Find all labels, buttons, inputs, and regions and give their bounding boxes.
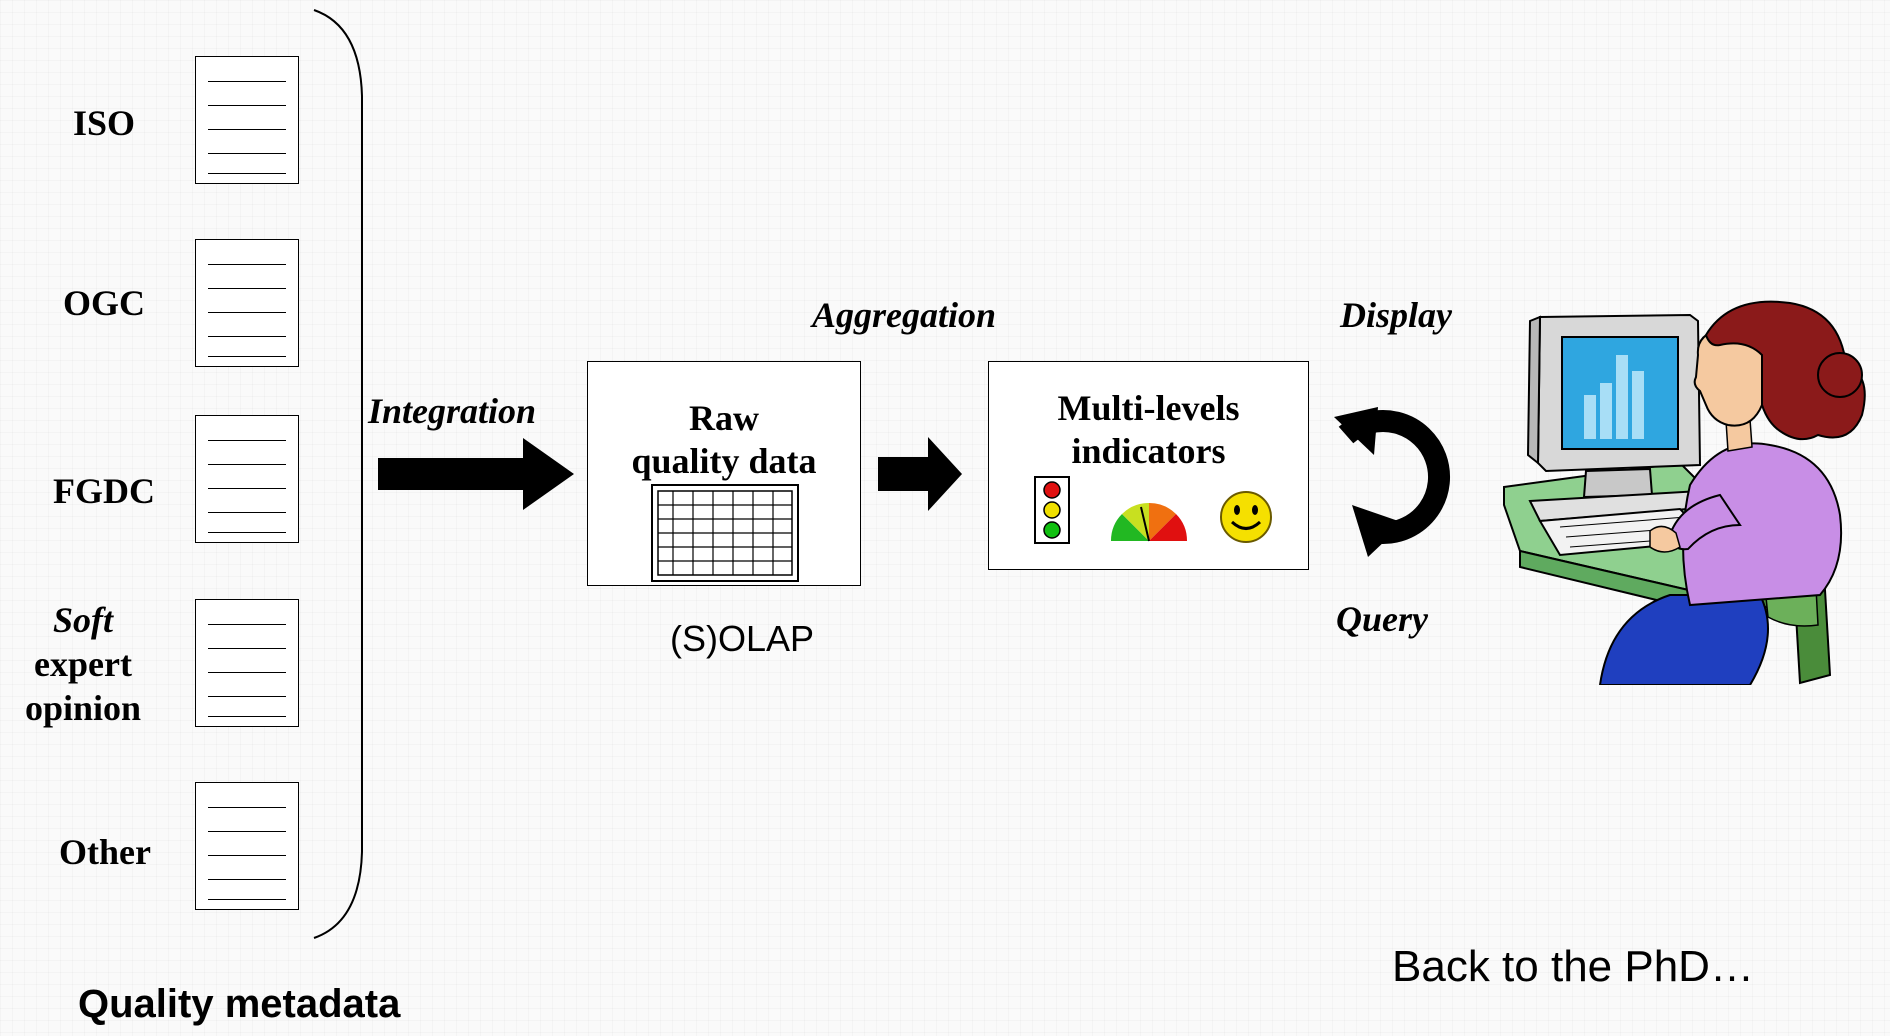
source-label-other: Other: [59, 832, 151, 872]
cycle-arrow-icon: [1334, 407, 1450, 557]
source-label-ogc: OGC: [62, 283, 145, 323]
group-label-quality-metadata: Quality metadata: [78, 982, 401, 1026]
source-label-iso: ISO: [72, 103, 136, 143]
traffic-light-icon: [1034, 476, 1070, 544]
source-label-fgdc: FGDC: [53, 471, 155, 511]
indicators-box-title-line1: Multi-levels: [1057, 388, 1240, 428]
document-icon: [195, 239, 299, 367]
data-table-icon: [651, 484, 799, 582]
smiley-icon: [1220, 491, 1272, 543]
raw-box-title-line2: quality data: [631, 441, 817, 481]
raw-box-title-line1: Raw: [689, 398, 759, 438]
document-icon: [195, 56, 299, 184]
arrow-integration: [378, 438, 574, 510]
step-label-aggregation: Aggregation: [812, 295, 997, 335]
arrow-aggregation: [878, 437, 962, 511]
footer-note: Back to the PhD…: [1392, 942, 1754, 991]
step-label-integration: Integration: [368, 391, 537, 431]
step-label-query: Query: [1336, 599, 1428, 639]
step-label-display: Display: [1340, 295, 1452, 335]
gauge-icon: [1110, 502, 1188, 542]
source-label-soft-expert-opinion: Soft expert opinion: [24, 600, 142, 728]
grouping-brace: [313, 9, 363, 939]
document-icon: [195, 782, 299, 910]
document-icon: [195, 599, 299, 727]
raw-box-caption: (S)OLAP: [670, 618, 815, 659]
user-at-computer-illustration: [1503, 300, 1866, 685]
document-icon: [195, 415, 299, 543]
multi-level-indicators-box: Multi-levels indicators: [988, 361, 1309, 570]
raw-quality-data-box: Raw quality data: [587, 361, 861, 586]
indicators-box-title-line2: indicators: [1071, 431, 1226, 471]
